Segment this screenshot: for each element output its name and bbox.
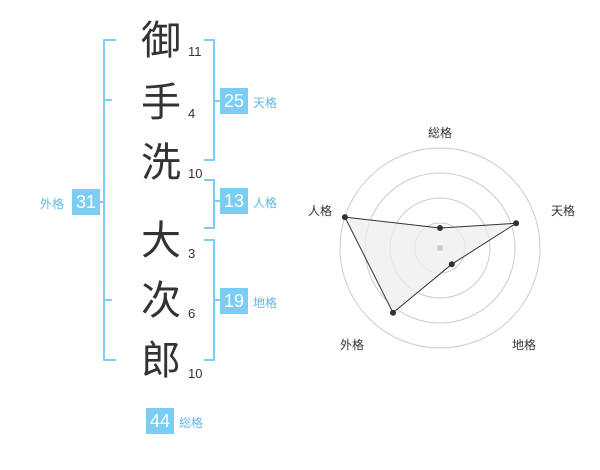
name-char-5: 次 [141,278,181,324]
radar-label-soukaku: 総格 [428,126,453,140]
radar-label-gaikaku: 外格 [340,338,365,352]
stroke-count-1: 11 [188,44,202,59]
name-char-3: 洗 [141,140,181,186]
name-char-4: 大 [141,218,181,264]
name-char-2: 手 [141,80,181,126]
tenkaku-label: 天格 [253,96,278,110]
stroke-count-3: 10 [188,166,203,181]
radar-polygon [344,216,517,314]
soukaku-badge: 44 [146,408,174,434]
stroke-count-2: 4 [188,106,196,121]
radar-label-tenkaku: 天格 [551,204,576,218]
radar-label-jinkaku: 人格 [308,204,333,218]
tenkaku-badge: 25 [220,88,248,114]
chikaku-label: 地格 [253,296,278,310]
gaikaku-badge: 31 [72,189,100,215]
radar-label-chikaku: 地格 [512,338,537,352]
jinkaku-label: 人格 [253,196,278,210]
radar-point [437,225,443,231]
radar-point [390,309,396,316]
radar-point [448,261,455,268]
jinkaku-bracket [204,179,215,229]
radar-point [513,220,520,227]
gaikaku-bracket [103,39,116,361]
chikaku-badge: 19 [220,288,248,314]
radar-center [437,245,443,251]
stroke-count-5: 6 [188,306,196,321]
stroke-count-4: 3 [188,246,196,261]
stroke-count-6: 10 [188,366,203,381]
name-char-1: 御 [141,18,181,64]
radar-ring [339,147,541,349]
gaikaku-label: 外格 [40,197,65,211]
jinkaku-badge: 13 [220,188,248,214]
soukaku-label: 総格 [179,416,204,430]
radar-point [341,214,348,221]
name-char-6: 郎 [141,338,181,384]
